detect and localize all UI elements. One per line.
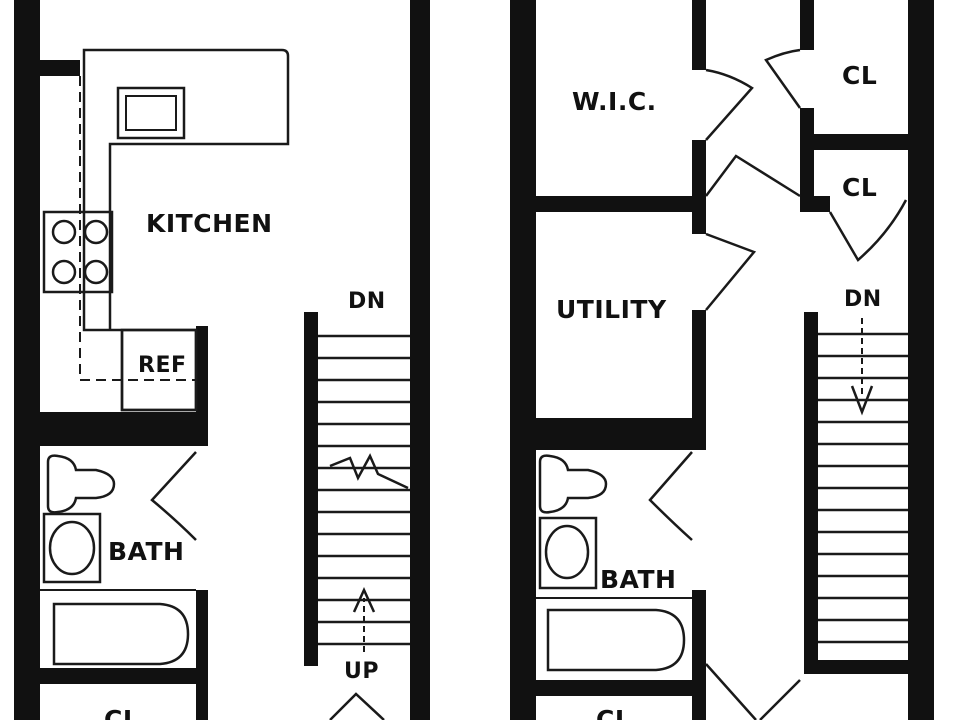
left-closet-label: CL (104, 705, 139, 720)
right-wall-right (908, 0, 934, 720)
bath-sink-icon (48, 520, 96, 576)
stove-burner (51, 219, 77, 245)
right-stair-landing (804, 660, 908, 674)
stair-break-line (329, 453, 409, 490)
right-stair-treads (818, 332, 908, 644)
right-bath-door-swing-icon (648, 451, 693, 541)
closet-left-wall-mid (800, 108, 814, 208)
kitchen-sink-icon (116, 86, 186, 140)
bathtub-icon (52, 602, 190, 666)
closet-top-label: CL (842, 61, 877, 90)
utility-right-wall-upper (692, 212, 706, 234)
stove-burner (83, 259, 109, 285)
stove-icon (42, 210, 114, 294)
closets-divider-wall (800, 134, 908, 150)
right-bath-sink-icon (544, 524, 590, 580)
stove-burner (51, 259, 77, 285)
kitchen-label: KITCHEN (146, 209, 273, 238)
bath-right-wall-lower (196, 684, 208, 720)
right-stair-down-label: DN (844, 287, 882, 312)
left-unit: KITCHEN REF BATH CL DN UP (14, 0, 430, 720)
bath-right-wall (196, 590, 208, 680)
entry-door-swing-icon (329, 692, 385, 720)
closet-top-door-swing-icon (764, 48, 802, 109)
hall-door-swing-icon (705, 154, 801, 198)
right-bath-right-wall (692, 590, 706, 680)
right-closet-label: CL (596, 705, 631, 720)
stair-up-arrowhead-icon (352, 586, 376, 613)
closet-mid-door-swing-icon (828, 199, 908, 262)
right-bath-right-wall-lower (692, 696, 706, 720)
wic-right-wall-lower (692, 140, 706, 212)
left-bath-label: BATH (108, 537, 184, 566)
right-stair-down-arrowhead-icon (850, 385, 874, 416)
right-bath-label: BATH (600, 565, 676, 594)
right-wall-outer (510, 0, 536, 720)
right-bathtub-icon (546, 608, 686, 672)
closet-mid-label: CL (842, 173, 877, 202)
bath-door-swing-icon (150, 451, 197, 541)
wic-utility-wall (536, 196, 706, 212)
ref-label: REF (138, 353, 187, 378)
left-stair-up-label: UP (344, 659, 379, 684)
left-wall-outer (14, 0, 40, 720)
refrigerator-icon (120, 328, 198, 412)
kitchen-stub-wall (40, 60, 80, 76)
stove-burner (83, 219, 109, 245)
right-bath-closet-wall (536, 680, 706, 696)
utility-label: UTILITY (556, 295, 667, 324)
right-stair-rail (804, 312, 818, 666)
utility-bath-wall (536, 418, 706, 450)
kitchen-sink-basin (125, 95, 177, 131)
utility-door-swing-icon (705, 232, 757, 311)
upper-cabinet-line (79, 76, 196, 381)
stair-rail-left (304, 312, 318, 666)
closet-left-wall-upper (800, 0, 814, 50)
bath-vanity-icon (42, 512, 102, 584)
right-lower-door-swing-icon (705, 663, 801, 720)
bath-closet-wall (40, 668, 208, 684)
toilet-icon (46, 454, 116, 514)
right-toilet-icon (538, 454, 608, 514)
wic-right-wall-upper (692, 0, 706, 70)
wic-door-swing-icon (705, 68, 754, 141)
left-stair-down-label: DN (348, 289, 386, 314)
utility-right-wall-lower (692, 310, 706, 420)
stair-treads (318, 334, 410, 646)
wic-label: W.I.C. (572, 87, 657, 116)
left-wall-right (410, 0, 430, 720)
closet-bottom-wall (800, 196, 830, 212)
right-bath-vanity-icon (538, 516, 598, 590)
right-unit: W.I.C. CL CL UTILITY BATH CL DN (510, 0, 934, 720)
kitchen-bath-wall (40, 412, 208, 446)
